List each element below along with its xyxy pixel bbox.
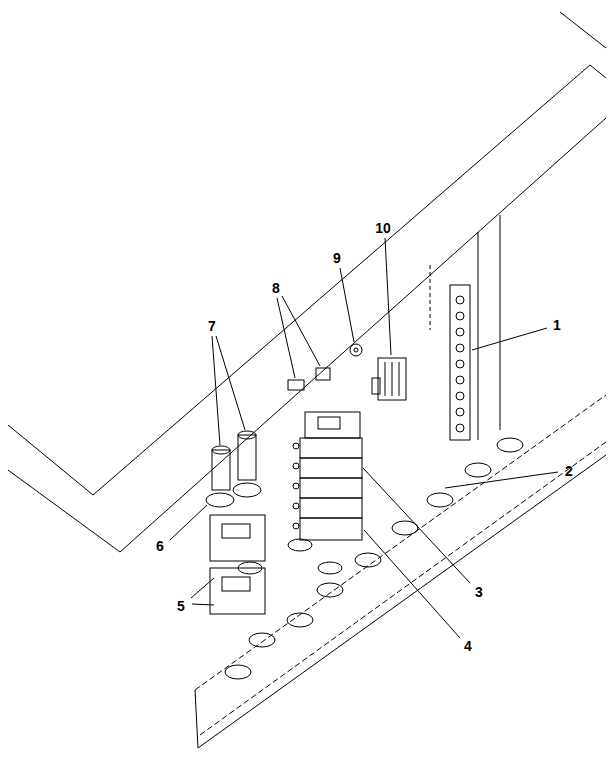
contactor-stack [293,412,362,540]
callout-number: 9 [332,250,342,266]
callout-number: 2 [564,463,574,479]
callout-number: 8 [271,280,281,296]
wall-edge [478,232,479,440]
mounting-ring [206,483,261,507]
callout-number: 7 [207,318,217,334]
callout-number: 4 [463,638,473,654]
base-plate [200,442,606,735]
base-plate [195,690,198,748]
leader-line [170,238,558,638]
cabinet-edge [8,65,590,495]
nut [350,344,362,356]
base-plate [198,455,606,748]
pilot-cylinder [212,431,256,490]
callout-number: 3 [474,584,484,600]
callout-number: 10 [374,220,392,236]
connector-block [372,358,406,400]
wall-edge [500,215,501,430]
cabinet-edge [590,65,606,78]
callout-number: 6 [155,538,165,554]
base-plate [195,395,606,690]
callout-number: 5 [176,598,186,614]
wall-edge [430,265,431,330]
mounting-hole [225,438,523,679]
clip [288,368,330,390]
terminal-strip [450,285,470,440]
switch-block [210,515,265,614]
cabinet-edge [560,12,606,48]
callout-number: 1 [552,317,562,333]
cabinet-edge [8,118,606,552]
